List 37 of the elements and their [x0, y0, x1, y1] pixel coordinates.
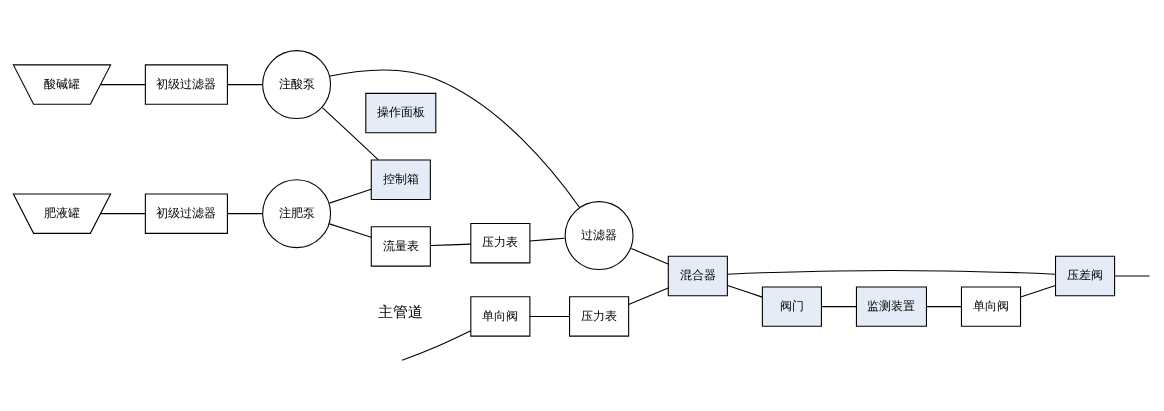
- connector: [329, 69, 581, 208]
- node-box: 初级过滤器: [144, 193, 228, 234]
- connector: [328, 223, 372, 238]
- node-box: 压力表: [569, 296, 630, 337]
- connector: [630, 248, 669, 265]
- connector: [529, 237, 566, 242]
- connector: [821, 306, 857, 308]
- connector: [321, 107, 379, 161]
- connector: [401, 330, 472, 361]
- connector: [1020, 284, 1056, 298]
- connector: [726, 285, 763, 298]
- node-box: 压差阀: [1055, 255, 1116, 297]
- connector: [628, 287, 669, 306]
- label: 主管道: [378, 303, 424, 322]
- connector: [529, 315, 570, 318]
- node-circle: 注肥泵: [262, 179, 332, 249]
- node-box: 压力表: [470, 222, 531, 264]
- connector: [100, 213, 146, 215]
- connector: [227, 84, 263, 86]
- node-box: 单向阀: [960, 286, 1022, 327]
- node-box: 混合器: [667, 255, 728, 297]
- node-box: 流量表: [370, 226, 431, 267]
- connector: [227, 213, 263, 215]
- node-box: 阀门: [761, 286, 822, 327]
- node-box: 控制箱: [370, 159, 431, 200]
- node-box: 操作面板: [365, 92, 437, 134]
- connector: [328, 188, 372, 204]
- node-circle: 过滤器: [564, 201, 634, 271]
- connector: [100, 84, 146, 86]
- node-box: 监测装置: [855, 286, 927, 327]
- node-box: 单向阀: [470, 296, 531, 337]
- connector: [926, 306, 962, 308]
- connector: [1114, 275, 1151, 277]
- node-box: 初级过滤器: [144, 64, 228, 105]
- connector: [430, 243, 472, 247]
- connector: [727, 269, 1056, 275]
- node-circle: 注酸泵: [262, 50, 332, 120]
